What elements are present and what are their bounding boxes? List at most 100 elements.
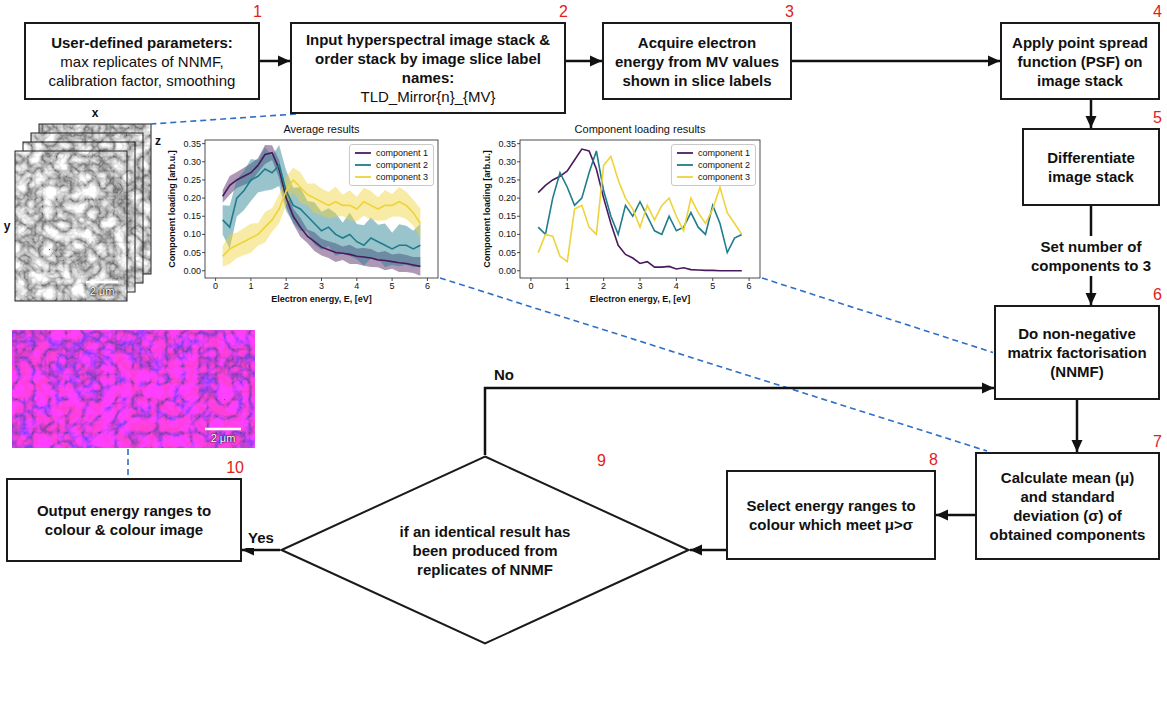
tick-label: 0.15 <box>498 211 516 222</box>
line-chart <box>517 140 760 281</box>
legend-line <box>677 176 693 178</box>
legend-line <box>677 164 693 166</box>
tick-label: 3 <box>637 281 642 292</box>
callout-number: 3 <box>785 2 794 21</box>
legend-text: component 3 <box>698 171 750 183</box>
charts <box>202 140 760 281</box>
scale-bar-label: 2 μm <box>90 285 115 298</box>
tick-mark <box>517 270 520 271</box>
tick-mark <box>640 278 641 281</box>
box-text: Apply point spread function (PSF) on ima… <box>1011 33 1149 90</box>
dashed-leader <box>151 114 296 124</box>
tick-mark <box>202 270 205 271</box>
edge-label: Set number of components to 3 <box>1026 236 1156 276</box>
scale-bar <box>86 281 118 284</box>
legend-row: component 3 <box>676 171 750 183</box>
callout-number: 5 <box>1153 108 1162 127</box>
axis-title: Electron energy, E, [eV] <box>590 294 690 305</box>
callout-number: 2 <box>559 2 568 21</box>
tick-label: 6 <box>425 281 430 292</box>
tick-mark <box>517 161 520 162</box>
tick-label: 0.00 <box>498 265 516 276</box>
tick-mark <box>517 198 520 199</box>
tick-label: 5 <box>390 281 395 292</box>
tick-label: 0.05 <box>498 247 516 258</box>
legend-line <box>677 152 693 154</box>
box-text: Output energy ranges to colour & colour … <box>17 501 231 539</box>
tick-mark <box>202 234 205 235</box>
tick-label: 6 <box>747 281 752 292</box>
plot-frame <box>205 140 438 278</box>
box-text: Acquire electron energy from MV values s… <box>613 33 781 90</box>
box-text: Select energy ranges to colour which mee… <box>737 496 925 534</box>
box-text: Do non-negative matrix factorisation (NN… <box>1005 324 1149 381</box>
process-box: Input hyperspectral image stack & order … <box>290 22 566 114</box>
tick-mark <box>567 278 568 281</box>
tick-label: 0.10 <box>498 229 516 240</box>
tick-label: 0.15 <box>183 211 201 222</box>
process-box: Output energy ranges to colour & colour … <box>6 478 242 562</box>
callout-number: 10 <box>226 458 244 477</box>
tick-mark <box>517 234 520 235</box>
box-text: if an identical result has been produced… <box>385 522 585 579</box>
legend-row: component 1 <box>676 147 750 159</box>
scale-bar-label: 2 μm <box>211 432 236 445</box>
tick-mark <box>202 216 205 217</box>
tick-mark <box>517 216 520 217</box>
tick-mark <box>517 252 520 253</box>
box-subtext: max replicates of NNMF, calibration fact… <box>35 52 249 90</box>
tick-mark <box>202 161 205 162</box>
process-box: Apply point spread function (PSF) on ima… <box>1000 22 1160 100</box>
tick-label: 2 <box>601 281 606 292</box>
dashed-leader <box>440 278 987 451</box>
dashed-links <box>128 114 993 477</box>
flow-arrow <box>792 60 1000 63</box>
axis-letter: z <box>155 134 161 148</box>
legend-row: component 3 <box>354 171 428 183</box>
dashed-leader <box>127 449 129 477</box>
tick-mark <box>286 278 287 281</box>
chart-title: Component loading results <box>575 123 706 136</box>
box-subtext: TLD_Mirror{n}_{MV} <box>360 87 495 106</box>
sem-slice <box>15 151 127 301</box>
tick-label: 0.25 <box>498 175 516 186</box>
tick-mark <box>427 278 428 281</box>
legend-text: component 1 <box>698 147 750 159</box>
tick-mark <box>603 278 604 281</box>
callout-number: 1 <box>253 2 262 21</box>
image-stack <box>15 124 151 301</box>
plot-frame <box>520 140 760 278</box>
legend-swatch <box>354 173 372 181</box>
legend-text: component 2 <box>698 159 750 171</box>
axis-letter: y <box>4 219 11 233</box>
tick-mark <box>250 278 251 281</box>
diamond-text-area: if an identical result has been produced… <box>385 522 585 579</box>
legend-swatch <box>676 149 694 157</box>
tick-label: 0.05 <box>183 247 201 258</box>
tick-label: 0.30 <box>183 156 201 167</box>
legend-row: component 2 <box>676 159 750 171</box>
tick-label: 1 <box>248 281 253 292</box>
process-box: Do non-negative matrix factorisation (NN… <box>994 305 1160 400</box>
legend-text: component 3 <box>376 171 428 183</box>
tick-mark <box>356 278 357 281</box>
box-text: Input hyperspectral image stack & order … <box>301 30 555 87</box>
legend-swatch <box>354 149 372 157</box>
tick-label: 0 <box>213 281 218 292</box>
tick-label: 5 <box>710 281 715 292</box>
flow-arrow <box>242 549 280 552</box>
tick-mark <box>749 278 750 281</box>
flow-arrow <box>1076 400 1079 452</box>
tick-label: 0 <box>528 281 533 292</box>
tick-label: 2 <box>284 281 289 292</box>
slice-outline <box>15 151 127 301</box>
tick-label: 0.00 <box>183 265 201 276</box>
flow-arrow <box>936 514 975 517</box>
tick-mark <box>202 198 205 199</box>
scale-bar <box>205 428 241 431</box>
tick-mark <box>202 252 205 253</box>
tick-mark <box>202 143 205 144</box>
process-box: Select energy ranges to colour which mee… <box>726 470 936 560</box>
axis-title: Component loading [arb.u.] <box>167 150 178 268</box>
legend-line <box>355 176 371 178</box>
